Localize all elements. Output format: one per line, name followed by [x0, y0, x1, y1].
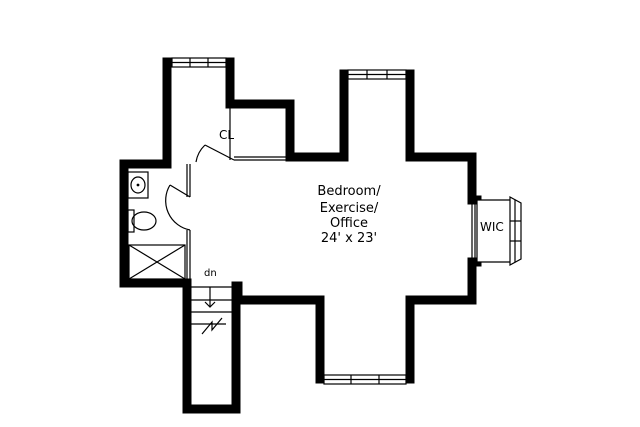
down-arrow-icon: [204, 301, 216, 308]
toilet-icon: [127, 209, 157, 233]
windows: [171, 57, 522, 385]
interior-walls: [186, 108, 476, 300]
bedroom-dimensions: 24' x 23': [321, 231, 377, 246]
doors: [165, 144, 235, 231]
shower-icon: [128, 244, 186, 280]
stairs-down-label: dn: [204, 268, 217, 279]
wic-label: WIC: [480, 220, 504, 234]
bedroom-label-line-2: Exercise/: [320, 201, 379, 216]
stairs: [190, 286, 234, 335]
break-line: [201, 317, 223, 335]
exterior-walls: [119, 57, 482, 414]
room-labels: CL Bedroom/ Exercise/ Office 24' x 23' W…: [204, 128, 504, 279]
bedroom-label-line-1: Bedroom/: [317, 184, 381, 199]
bedroom-label-line-3: Office: [330, 216, 368, 231]
sink-icon: [127, 171, 149, 199]
bath-fixtures: [127, 171, 186, 280]
closet-label: CL: [219, 128, 234, 142]
